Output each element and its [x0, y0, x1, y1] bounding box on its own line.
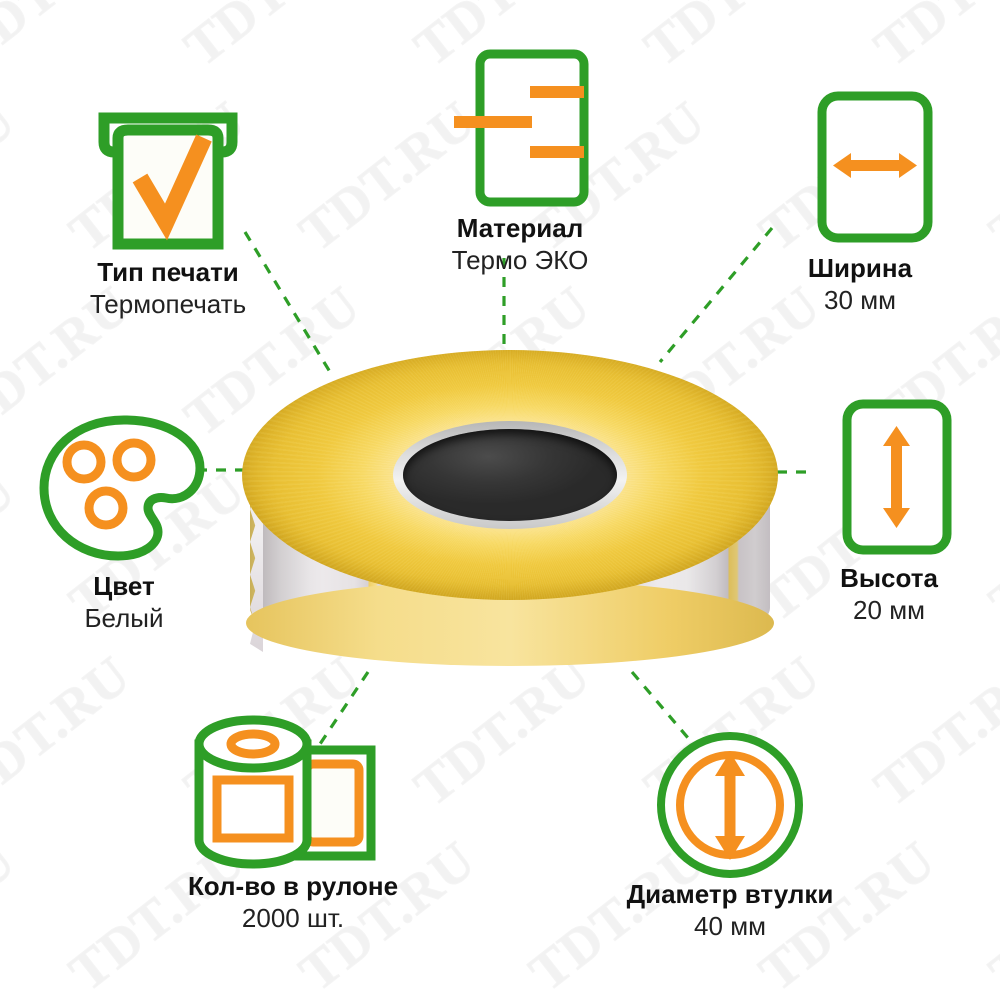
feature-core-diameter: Диаметр втулки 40 мм: [590, 730, 870, 942]
feature-material: Материал Термо ЭКО: [378, 42, 662, 276]
feature-caption: Материал: [456, 213, 584, 243]
feature-caption: Диаметр втулки: [626, 879, 834, 909]
height-arrow-icon: [778, 392, 1000, 564]
feature-caption: Кол-во в рулоне: [187, 871, 399, 901]
feature-value: Белый: [84, 603, 164, 634]
feature-caption: Высота: [840, 563, 938, 593]
feature-caption: Ширина: [807, 253, 913, 283]
printer-icon: [18, 82, 318, 258]
material-lines-icon: [378, 42, 662, 214]
watermark-text: TDT.RU: [0, 644, 142, 818]
watermark-text: TDT.RU: [633, 0, 832, 78]
feature-width: Ширина 30 мм: [718, 82, 1000, 316]
watermark-text: TDT.RU: [0, 0, 142, 78]
product-label-roll: [232, 350, 788, 692]
feature-value: Термо ЭКО: [451, 245, 589, 276]
feature-caption: Цвет: [93, 571, 155, 601]
feature-value: Термопечать: [89, 289, 247, 320]
core-circle-icon: [590, 730, 870, 880]
watermark-text: TDT.RU: [863, 0, 1000, 78]
feature-caption: Тип печати: [97, 257, 239, 287]
feature-value: 2000 шт.: [241, 903, 345, 934]
roll-stack-icon: [128, 712, 458, 872]
feature-height: Высота 20 мм: [778, 392, 1000, 626]
width-arrow-icon: [718, 82, 1000, 254]
feature-value: 40 мм: [694, 911, 766, 942]
watermark-text: TDT.RU: [863, 644, 1000, 818]
watermark-text: TDT.RU: [0, 829, 27, 1000]
roll-top-face: [242, 350, 778, 600]
feature-print-type: Тип печати Термопечать: [18, 82, 318, 320]
feature-value: 20 мм: [853, 595, 925, 626]
feature-value: 30 мм: [824, 285, 896, 316]
palette-icon: [8, 410, 240, 572]
watermark-text: TDT.RU: [978, 829, 1000, 1000]
roll-core-hole: [403, 429, 617, 521]
feature-quantity: Кол-во в рулоне 2000 шт.: [128, 712, 458, 934]
watermark-text: TDT.RU: [173, 0, 372, 78]
feature-color: Цвет Белый: [8, 410, 240, 634]
